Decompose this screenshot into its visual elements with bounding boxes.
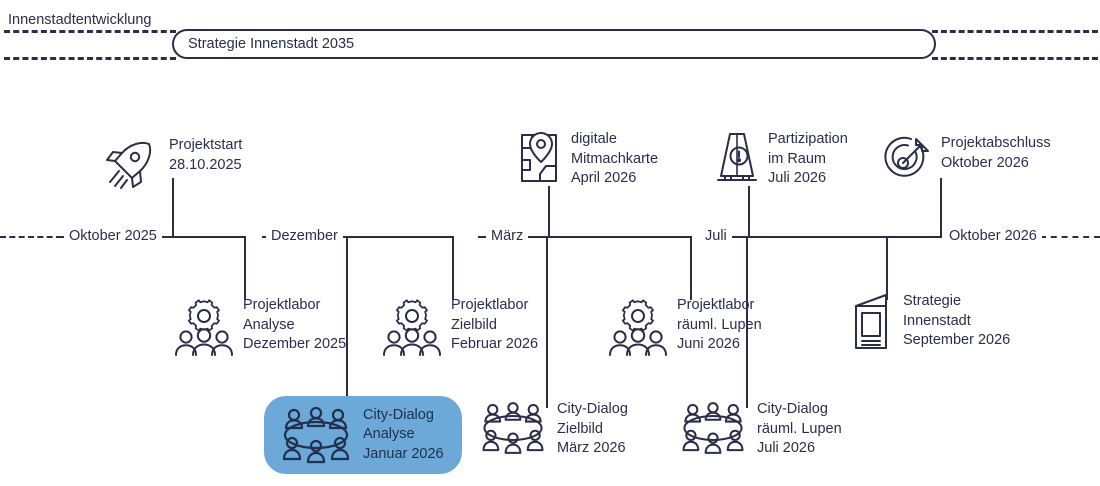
milestone-citydialog-lupen: City-Dialog räuml. Lupen Juli 2026	[678, 400, 842, 459]
text-line: Juli 2026	[768, 170, 827, 186]
milestone-partizipation: Partizipation im Raum Juli 2026	[715, 130, 848, 189]
milestone-projektlabor-zielbild: Projektlabor Zielbild Februar 2026	[382, 296, 538, 358]
text-line: Juni 2026	[677, 336, 740, 352]
axis-dash-right	[1040, 236, 1100, 238]
band-dashed-line-bottom-left	[4, 57, 176, 60]
milestone-citydialog-lupen-text: City-Dialog räuml. Lupen Juli 2026	[757, 400, 842, 459]
milestone-citydialog-analyse-text: City-Dialog Analyse Januar 2026	[363, 406, 444, 465]
rocket-icon	[106, 141, 152, 189]
text-line: 28.10.2025	[169, 156, 242, 173]
gear-people-icon	[175, 299, 233, 356]
connector-citydialog-lupen	[746, 236, 748, 408]
text-line: April 2026	[571, 170, 637, 186]
milestone-citydialog-analyse-highlight[interactable]: City-Dialog Analyse Januar 2026	[264, 396, 462, 474]
text-line: Dezember 2025	[243, 336, 347, 352]
text-line: Innenstadt	[903, 312, 971, 329]
milestone-projektlabor-analyse: Projektlabor Analyse Dezember 2025	[174, 296, 346, 358]
text-line: Analyse	[363, 426, 415, 443]
band-dashed-line-bottom-right	[932, 57, 1098, 60]
milestone-citydialog-zielbild: City-Dialog Zielbild März 2026	[478, 400, 628, 459]
milestone-projektstart-text: Projektstart 28.10.2025	[169, 136, 242, 175]
axis-tick-label-oktober-2026: Oktober 2026	[944, 228, 1042, 244]
milestone-mitmachkarte-text: digitale Mitmachkarte April 2026	[571, 130, 658, 189]
program-label: Innenstadtentwicklung	[8, 12, 152, 28]
axis-segment-4	[724, 236, 942, 238]
milestone-projektlabor-lupen: Projektlabor räuml. Lupen Juni 2026	[608, 296, 762, 358]
milestone-strategie-innenstadt: Strategie Innenstadt September 2026	[850, 292, 1010, 354]
text-line: räuml. Lupen	[677, 316, 762, 333]
text-line: Juli 2026	[757, 440, 816, 456]
text-line: Februar 2026	[451, 336, 539, 352]
text-line: Strategie	[903, 293, 962, 309]
axis-tick-label-maerz: März	[486, 228, 529, 244]
connector-partizipation	[748, 186, 750, 236]
text-line: City-Dialog	[557, 401, 628, 417]
milestone-projektstart: Projektstart 28.10.2025	[104, 136, 242, 192]
axis-tick-label-juli: Juli	[700, 228, 732, 244]
gear-people-icon	[609, 299, 667, 356]
milestone-projektlabor-zielbild-text: Projektlabor Zielbild Februar 2026	[451, 296, 538, 355]
text-line: im Raum	[768, 150, 827, 167]
text-line: Projektstart	[169, 137, 243, 153]
text-line: Projektlabor	[243, 297, 321, 313]
milestone-projektlabor-lupen-text: Projektlabor räuml. Lupen Juni 2026	[677, 296, 762, 355]
connector-projektlabor-zielbild	[452, 236, 454, 300]
text-line: Projektlabor	[677, 297, 755, 313]
connector-citydialog-zielbild	[546, 236, 548, 408]
text-line: März 2026	[557, 440, 626, 456]
text-line: Projektlabor	[451, 297, 529, 313]
gear-people-icon	[383, 299, 441, 356]
target-dart-icon	[884, 136, 929, 177]
brochure-icon	[855, 294, 887, 349]
round-table-icon	[682, 402, 744, 454]
text-line: September 2026	[903, 332, 1011, 348]
text-line: digitale	[571, 131, 617, 147]
band-dashed-line-top-right	[932, 30, 1098, 33]
axis-dash-left	[0, 236, 62, 238]
axis-segment-2	[262, 236, 452, 238]
axis-tick-label-dezember: Dezember	[266, 228, 343, 244]
text-line: Mitmachkarte	[571, 150, 659, 167]
band-dashed-line-top-left	[4, 30, 176, 33]
connector-citydialog-analyse	[346, 236, 348, 408]
connector-projektlabor-lupen	[690, 236, 692, 300]
text-line: Januar 2026	[363, 445, 444, 462]
text-line: City-Dialog	[757, 401, 828, 417]
milestone-projektabschluss: Projektabschluss Oktober 2026	[880, 134, 1051, 186]
text-line: Oktober 2026	[941, 154, 1029, 171]
round-table-icon	[482, 402, 544, 454]
milestone-strategie-innenstadt-text: Strategie Innenstadt September 2026	[903, 292, 1010, 351]
text-line: Partizipation	[768, 131, 848, 147]
connector-projektlabor-analyse	[244, 236, 246, 300]
milestone-projektabschluss-text: Projektabschluss Oktober 2026	[941, 134, 1051, 173]
round-table-icon	[282, 406, 350, 464]
milestone-citydialog-zielbild-text: City-Dialog Zielbild März 2026	[557, 400, 628, 459]
axis-segment-3	[478, 236, 690, 238]
milestone-partizipation-text: Partizipation im Raum Juli 2026	[768, 130, 848, 189]
text-line: Projektabschluss	[941, 135, 1051, 151]
text-line: Analyse	[243, 316, 295, 333]
map-pin-icon	[521, 132, 557, 182]
text-line: City-Dialog	[363, 406, 434, 423]
strategy-capsule-label: Strategie Innenstadt 2035	[188, 36, 355, 52]
connector-mitmachkarte	[548, 186, 550, 236]
connector-projektstart	[172, 178, 174, 236]
text-line: räuml. Lupen	[757, 420, 842, 437]
text-line: Zielbild	[557, 420, 603, 437]
strategy-capsule	[172, 29, 936, 59]
milestone-projektlabor-analyse-text: Projektlabor Analyse Dezember 2025	[243, 296, 346, 355]
connector-strategie-innenstadt	[886, 236, 888, 300]
milestone-mitmachkarte: digitale Mitmachkarte April 2026	[520, 130, 658, 189]
axis-tick-label-oktober-2025: Oktober 2025	[64, 228, 162, 244]
a-frame-sign-icon	[717, 133, 757, 181]
text-line: Zielbild	[451, 316, 497, 333]
connector-projektabschluss	[940, 178, 942, 236]
